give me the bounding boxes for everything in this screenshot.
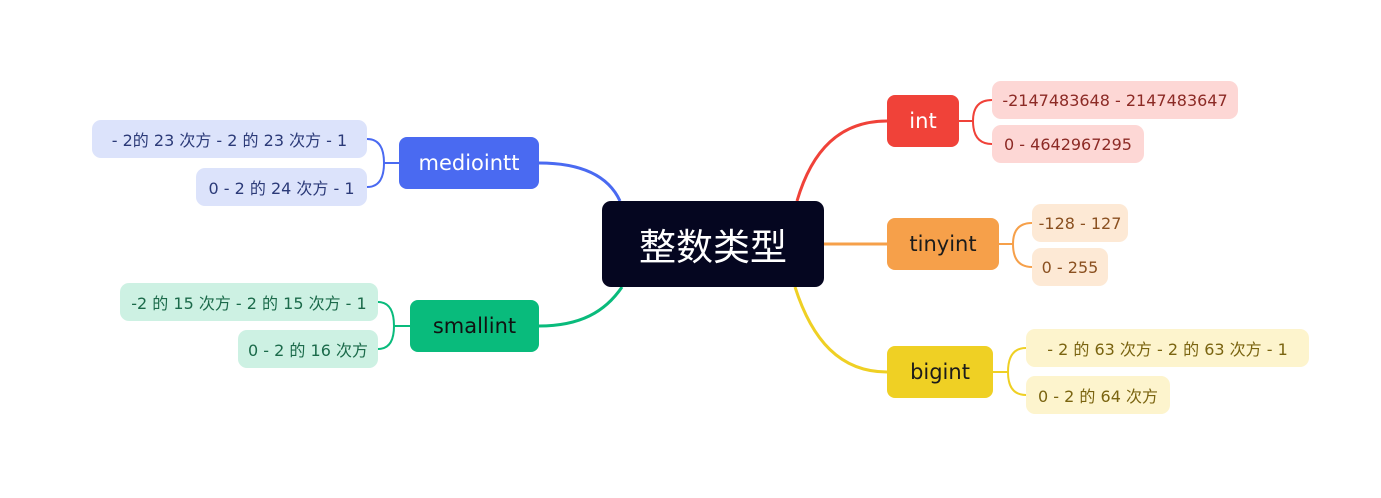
tinyint-range-unsigned-label: 0 - 255 <box>1041 257 1099 277</box>
edge-mediumint-leaf-1 <box>366 138 399 164</box>
tinyint-range-signed[interactable]: -128 - 127 <box>1032 204 1128 242</box>
branch-smallint-label: smallint <box>432 314 517 338</box>
root-label: 整数类型 <box>639 226 787 269</box>
edge-root-int <box>795 119 888 202</box>
branch-int[interactable]: int <box>887 95 959 147</box>
edge-int-leaf-1 <box>959 99 993 122</box>
int-range-unsigned[interactable]: 0 - 4642967295 <box>992 125 1144 163</box>
edge-root-smallint <box>538 286 624 328</box>
edge-tinyint-leaf-1 <box>999 222 1033 245</box>
edge-smallint-leaf-2 <box>377 325 395 350</box>
int-range-signed-label: -2147483648 - 2147483647 <box>1002 90 1228 110</box>
branch-bigint-label: bigint <box>910 360 970 384</box>
mediumint-range-unsigned-label: 0 - 2 的 24 次方 - 1 <box>208 179 355 198</box>
mediumint-range-signed-label: - 2的 23 次方 - 2 的 23 次方 - 1 <box>111 131 348 150</box>
mediumint-range-signed[interactable]: - 2的 23 次方 - 2 的 23 次方 - 1 <box>92 120 367 158</box>
int-range-signed[interactable]: -2147483648 - 2147483647 <box>992 81 1238 119</box>
bigint-range-signed[interactable]: - 2 的 63 次方 - 2 的 63 次方 - 1 <box>1026 329 1309 367</box>
edge-smallint-leaf-1 <box>377 301 410 327</box>
bigint-range-unsigned-label: 0 - 2 的 64 次方 <box>1038 387 1158 406</box>
edge-tinyint-leaf-2 <box>1012 243 1033 268</box>
branch-mediumint-label: mediointt <box>418 151 520 175</box>
edge-root-mediumint <box>538 161 622 202</box>
branch-mediumint[interactable]: mediointt <box>399 137 539 189</box>
edge-int-leaf-2 <box>972 120 993 145</box>
bigint-range-signed-label: - 2 的 63 次方 - 2 的 63 次方 - 1 <box>1047 340 1288 359</box>
root-node[interactable]: 整数类型 <box>602 201 824 287</box>
smallint-range-unsigned[interactable]: 0 - 2 的 16 次方 <box>238 330 378 368</box>
edge-bigint-leaf-1 <box>993 347 1027 373</box>
smallint-range-signed-label: -2 的 15 次方 - 2 的 15 次方 - 1 <box>131 294 367 313</box>
branch-int-label: int <box>909 109 937 133</box>
tinyint-range-signed-label: -128 - 127 <box>1038 213 1122 233</box>
int-range-unsigned-label: 0 - 4642967295 <box>1004 134 1132 154</box>
edge-mediumint-leaf-2 <box>366 162 385 188</box>
branch-smallint[interactable]: smallint <box>410 300 539 352</box>
edge-bigint-leaf-2 <box>1007 371 1027 396</box>
edge-root-bigint <box>793 286 888 374</box>
mediumint-range-unsigned[interactable]: 0 - 2 的 24 次方 - 1 <box>196 168 367 206</box>
smallint-range-unsigned-label: 0 - 2 的 16 次方 <box>248 341 368 360</box>
smallint-range-signed[interactable]: -2 的 15 次方 - 2 的 15 次方 - 1 <box>120 283 378 321</box>
branch-tinyint-label: tinyint <box>909 232 977 256</box>
bigint-range-unsigned[interactable]: 0 - 2 的 64 次方 <box>1026 376 1170 414</box>
branch-bigint[interactable]: bigint <box>887 346 993 398</box>
tinyint-range-unsigned[interactable]: 0 - 255 <box>1032 248 1108 286</box>
branch-tinyint[interactable]: tinyint <box>887 218 999 270</box>
